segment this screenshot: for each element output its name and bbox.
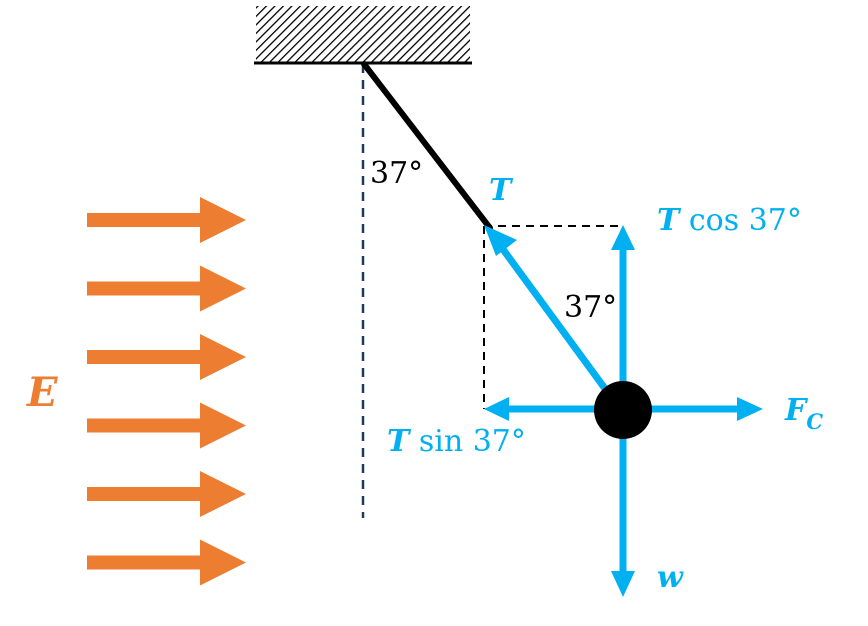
weight-label: w xyxy=(657,560,684,595)
field-arrow xyxy=(87,334,246,380)
weight-arrow-head xyxy=(611,571,635,597)
component-guides xyxy=(483,225,624,409)
ceiling-support xyxy=(254,6,472,65)
electric-field-arrows xyxy=(87,197,246,586)
t-sin-symbol: T xyxy=(387,424,412,459)
tension-label: T xyxy=(489,173,514,208)
angle-label-string: 37° xyxy=(370,156,423,191)
field-arrow xyxy=(87,539,246,586)
t-cos-arrow-head xyxy=(611,225,635,250)
angle-label-tension: 37° xyxy=(564,290,617,325)
field-arrow xyxy=(87,471,246,517)
fc-symbol: F xyxy=(784,393,809,428)
t-sin-arrow-head xyxy=(484,397,509,421)
t-cos-symbol: T xyxy=(657,203,682,238)
pendulum-string xyxy=(361,61,493,231)
fc-subscript: C xyxy=(806,409,823,434)
field-arrow xyxy=(87,265,246,312)
field-arrow xyxy=(87,197,246,243)
t-sin-label: T sin 37° xyxy=(387,424,526,459)
fc-label: FC xyxy=(784,393,823,434)
t-cos-label: T cos 37° xyxy=(657,203,802,238)
electric-field-label: E xyxy=(26,369,58,416)
fc-arrow-head xyxy=(737,397,763,421)
t-cos-text: cos 37° xyxy=(679,203,802,238)
ceiling-hatch xyxy=(256,6,470,62)
t-sin-text: sin 37° xyxy=(409,424,526,459)
tension-arrow-head xyxy=(484,225,517,256)
field-arrow xyxy=(87,402,246,449)
tension-arrow-shaft xyxy=(498,244,610,394)
charged-ball xyxy=(594,381,652,439)
